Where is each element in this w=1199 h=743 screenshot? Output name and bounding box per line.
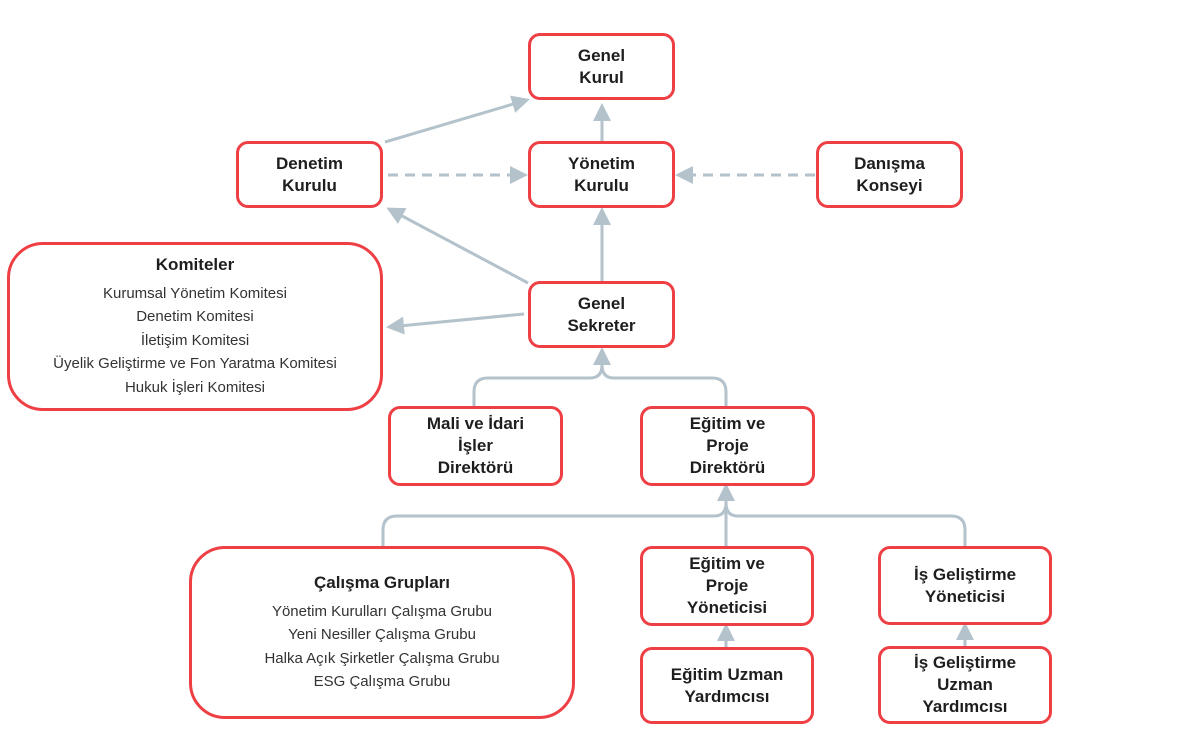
connector-staff-to-epd bbox=[381, 502, 967, 546]
node-is-gelistirme-uzman-yardimcisi: İş Geliştirme Uzman Yardımcısı bbox=[878, 646, 1052, 724]
node-is-gelistirme-yoneticisi: İş Geliştirme Yöneticisi bbox=[878, 546, 1052, 625]
calisma-grubu-item: Yönetim Kurulları Çalışma Grubu bbox=[271, 602, 493, 620]
arrow-gs-to-komiteler bbox=[386, 312, 525, 335]
node-genel-sekreter: Genel Sekreter bbox=[528, 281, 675, 348]
node-genel-kurul: Genel Kurul bbox=[528, 33, 675, 100]
node-genel-kurul-label: Genel Kurul bbox=[577, 45, 626, 87]
komite-item: Hukuk İşleri Komitesi bbox=[124, 378, 266, 396]
group-komiteler: Komiteler Kurumsal Yönetim Komitesi Dene… bbox=[7, 242, 383, 411]
node-mali-idari-direktoru: Mali ve İdari İşler Direktörü bbox=[388, 406, 563, 486]
komiteler-list: Kurumsal Yönetim Komitesi Denetim Komite… bbox=[53, 282, 337, 400]
node-egitim-uzman-label: Eğitim Uzman Yardımcısı bbox=[670, 664, 784, 706]
node-egitim-proje-yoneticisi-label: Eğitim ve Proje Yöneticisi bbox=[686, 554, 768, 617]
calisma-grubu-item: ESG Çalışma Grubu bbox=[313, 673, 451, 690]
komite-item: Kurumsal Yönetim Komitesi bbox=[103, 284, 287, 302]
node-yonetim-kurulu-label: Yönetim Kurulu bbox=[567, 153, 636, 195]
calisma-grubu-item: Yeni Nesiller Çalışma Grubu bbox=[288, 626, 476, 643]
node-genel-sekreter-label: Genel Sekreter bbox=[567, 293, 636, 335]
connector-directors-to-gs bbox=[472, 364, 728, 406]
calisma-grubu-item: Halka Açık Şirketler Çalışma Grubu bbox=[264, 649, 500, 667]
node-yonetim-kurulu: Yönetim Kurulu bbox=[528, 141, 675, 208]
node-mali-idari-label: Mali ve İdari İşler Direktörü bbox=[426, 414, 525, 477]
node-danisma-konseyi: Danışma Konseyi bbox=[816, 141, 963, 208]
group-calisma-gruplari-title: Çalışma Grupları bbox=[313, 572, 451, 592]
arrow-gs-to-dk bbox=[386, 207, 529, 285]
node-is-gelistirme-uzman-label: İş Geliştirme Uzman Yardımcısı bbox=[913, 653, 1017, 716]
komite-item: Üyelik Geliştirme ve Fon Yaratma Komites… bbox=[53, 355, 337, 373]
node-is-gelistirme-yoneticisi-label: İş Geliştirme Yöneticisi bbox=[913, 564, 1017, 606]
komite-item: Denetim Komitesi bbox=[136, 308, 254, 326]
calisma-gruplari-list: Yönetim Kurulları Çalışma Grubu Yeni Nes… bbox=[264, 600, 499, 694]
arrow-dk-to-gk bbox=[384, 95, 530, 144]
group-komiteler-title: Komiteler bbox=[155, 254, 235, 274]
node-danisma-konseyi-label: Danışma Konseyi bbox=[854, 153, 925, 195]
node-denetim-kurulu: Denetim Kurulu bbox=[236, 141, 383, 208]
node-egitim-proje-yoneticisi: Eğitim ve Proje Yöneticisi bbox=[640, 546, 814, 626]
group-calisma-gruplari: Çalışma Grupları Yönetim Kurulları Çalış… bbox=[189, 546, 575, 719]
node-egitim-proje-direktoru-label: Eğitim ve Proje Direktörü bbox=[689, 414, 766, 477]
node-egitim-uzman-yardimcisi: Eğitim Uzman Yardımcısı bbox=[640, 647, 814, 724]
node-denetim-kurulu-label: Denetim Kurulu bbox=[275, 153, 344, 195]
komite-item: İletişim Komitesi bbox=[140, 331, 250, 349]
node-egitim-proje-direktoru: Eğitim ve Proje Direktörü bbox=[640, 406, 815, 486]
